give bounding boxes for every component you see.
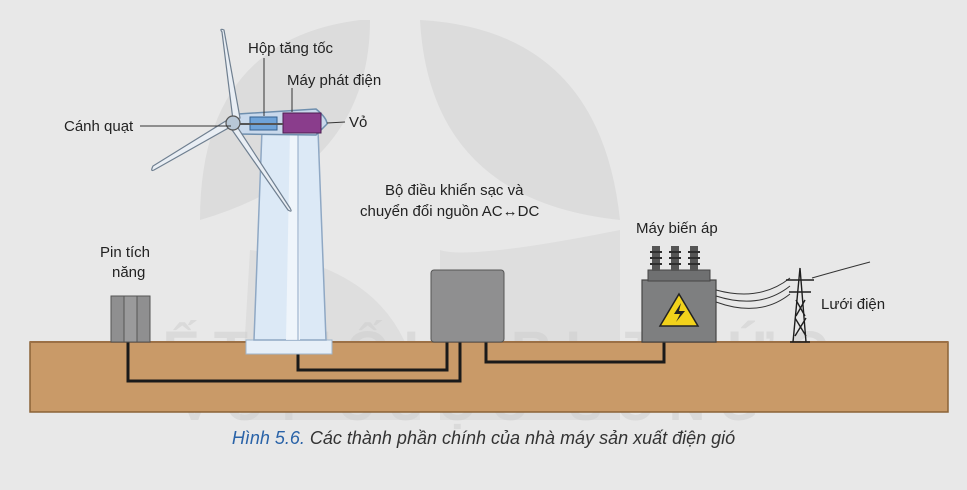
underground-cables [126, 340, 666, 383]
label-grid: Lưới điện [821, 296, 886, 313]
label-controller-line2: chuyển đổi nguồn AC↔DC [360, 203, 540, 220]
ground [29, 341, 949, 413]
label-blades: Cánh quạt [64, 118, 134, 135]
figure-number: Hình 5.6. [231, 428, 305, 448]
transformer [641, 246, 717, 343]
battery-storage [110, 295, 151, 343]
label-gearbox: Hộp tăng tốc [248, 40, 334, 57]
label-housing: Vỏ [349, 114, 368, 131]
label-generator: Máy phát điện [287, 72, 382, 89]
rotor-hub [225, 115, 241, 131]
charge-controller-box [430, 269, 505, 343]
ac-dc-arrow-icon: ↔ [502, 203, 518, 220]
label-transformer: Máy biến áp [636, 220, 718, 237]
rotor-blades [151, 28, 292, 212]
label-battery-line1: Pin tích [100, 244, 151, 261]
label-controller-line1: Bộ điều khiển sạc và [385, 182, 524, 199]
figure-caption: Hình 5.6. Các thành phần chính của nhà m… [0, 428, 967, 449]
generator-block [282, 112, 322, 134]
wind-turbine-tower [245, 129, 333, 355]
figure-caption-text: Các thành phần chính của nhà máy sản xuấ… [304, 428, 736, 448]
label-pointer-lines [140, 58, 346, 127]
transmission-pylon [786, 267, 814, 343]
nacelle-housing [237, 108, 328, 136]
label-battery-line2: năng [112, 264, 146, 281]
grid-power-lines [715, 261, 871, 309]
